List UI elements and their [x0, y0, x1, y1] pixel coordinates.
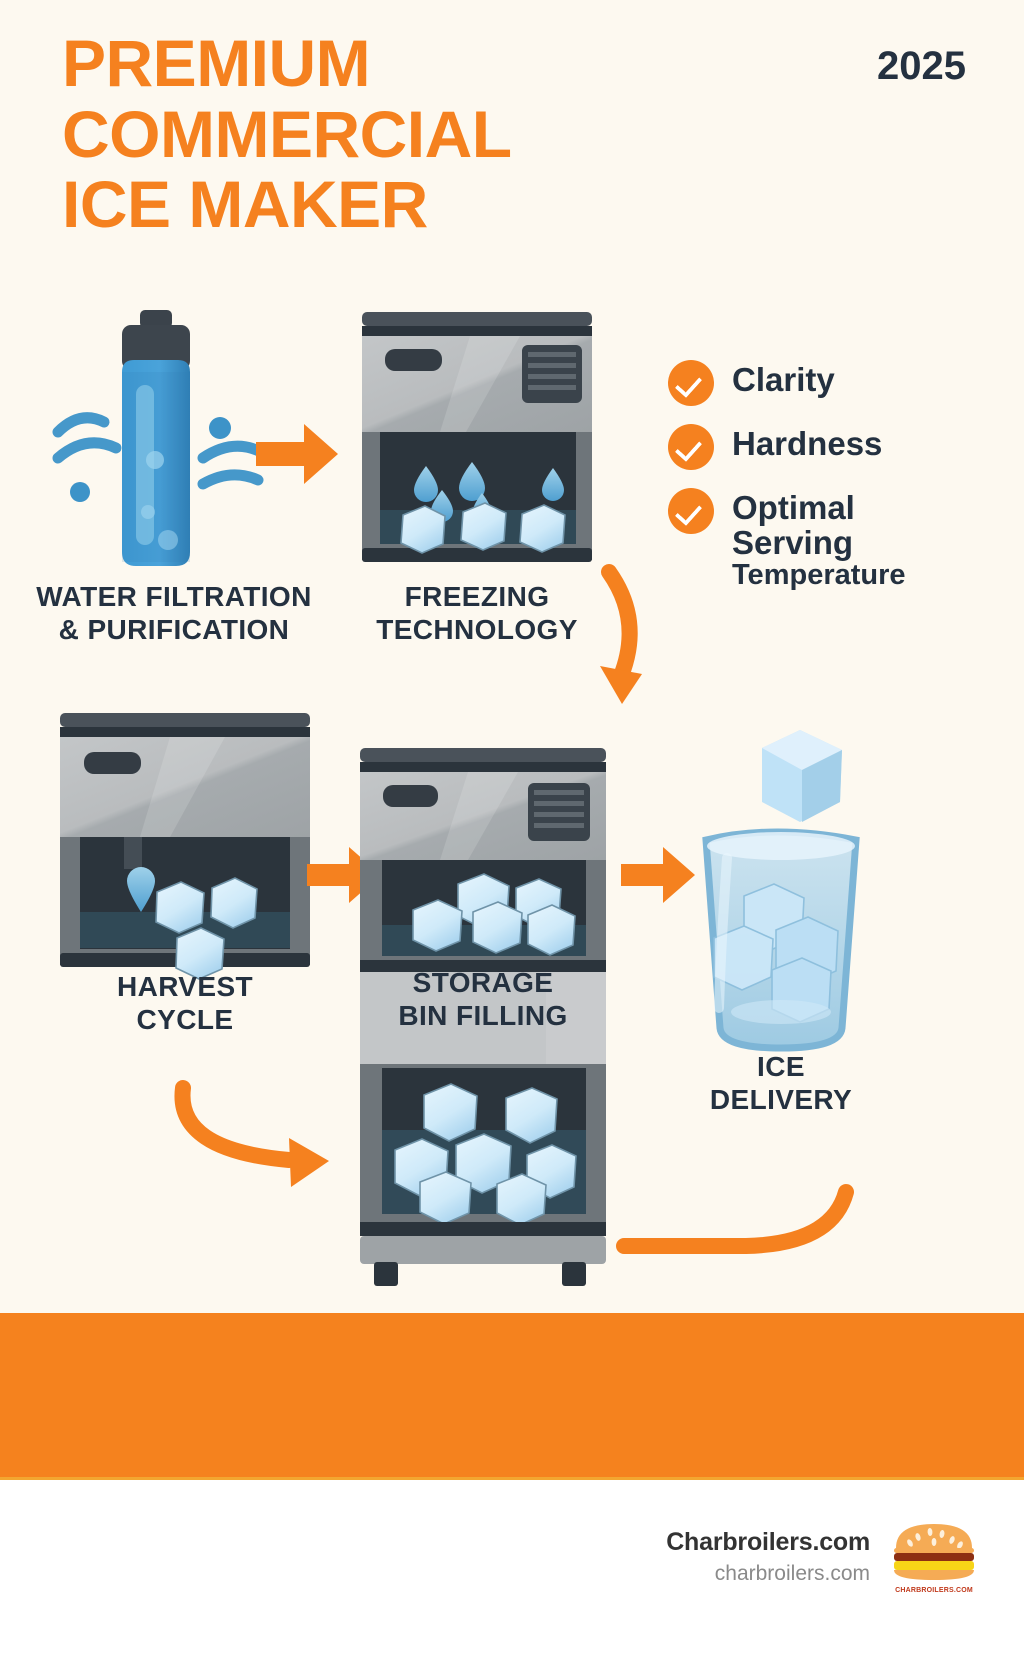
footer-text-block: Charbroilers.com charbroilers.com [666, 1528, 870, 1586]
water-droplets [414, 462, 564, 522]
step-label-line-2: CYCLE [136, 1004, 234, 1036]
step-label-line-1: FREEZING [404, 581, 550, 612]
glass-of-ice-icon [702, 730, 860, 1052]
step-label-harvest-cycle: HARVEST CYCLE [60, 970, 310, 1036]
step-label-line-2: & PURIFICATION [58, 614, 290, 646]
arrow-right-1 [256, 424, 338, 484]
ice-machine-icon-freezing [362, 312, 592, 562]
curved-arrow-left-loop [616, 1184, 854, 1254]
step-label-ice-delivery: ICE DELIVERY [661, 1050, 901, 1116]
footer-url[interactable]: charbroilers.com [714, 1562, 870, 1585]
water-bottle-icon [52, 310, 267, 566]
ice-cubes [400, 502, 566, 554]
footer-logo-caption: CHARBROILERS.COM [895, 1587, 973, 1594]
page-title-line-2: COMMERCIAL [62, 96, 512, 171]
check-circle-icon [668, 488, 714, 534]
burger-logo-svg [894, 1524, 974, 1580]
check-circle-icon [668, 360, 714, 406]
page-title-line-3: ICE MAKER [62, 167, 428, 242]
checklist-item-clarity: Clarity [668, 360, 968, 406]
orange-divider-band [0, 1313, 1024, 1480]
burger-logo-icon: CHARBROILERS.COM [888, 1520, 980, 1594]
step-label-line-1: HARVEST [116, 971, 254, 1002]
step-label-line-2: TECHNOLOGY [376, 614, 578, 646]
checklist-item-label: Hardness [732, 425, 883, 462]
arrow-right-3 [621, 847, 695, 903]
page-title-line-1: PREMIUM [62, 26, 371, 100]
footer-branding: Charbroilers.com charbroilers.com [666, 1520, 980, 1594]
checklist-item-label-line-1: Optimal [732, 489, 855, 526]
footer-brand-name: Charbroilers.com [666, 1528, 870, 1556]
step-label-line-1: STORAGE [412, 967, 554, 998]
arrow-right-2 [307, 847, 381, 903]
curved-arrow-down-right [600, 564, 642, 704]
page-title: PREMIUM COMMERCIAL ICE MAKER [62, 28, 682, 240]
step-label-line-1: ICE [757, 1051, 805, 1082]
checklist-item-label-line-2: Serving [732, 523, 854, 561]
step-label-line-2: DELIVERY [709, 1084, 853, 1116]
year-label: 2025 [877, 44, 966, 88]
step-label-storage-bin-filling: STORAGE BIN FILLING [360, 966, 606, 1032]
checklist-item-label-multiline: Optimal Serving Temperature [732, 488, 906, 592]
quality-checklist: Clarity Hardness Optimal Serving Tempera… [668, 360, 968, 609]
ice-machine-icon-harvest [60, 713, 310, 980]
floating-ice-cube [762, 730, 842, 822]
checklist-item-label-line-3: Temperature [732, 559, 906, 592]
checklist-item-optimal-serving-temperature: Optimal Serving Temperature [668, 488, 968, 591]
checklist-item-hardness: Hardness [668, 424, 968, 470]
step-label-water-filtration: WATER FILTRATION & PURIFICATION [14, 580, 334, 646]
footer: Charbroilers.com charbroilers.com [0, 1480, 1024, 1666]
check-circle-icon [668, 424, 714, 470]
step-label-line-1: WATER FILTRATION [36, 581, 312, 612]
step-label-line-2: BIN FILLING [398, 1000, 568, 1032]
checklist-item-label: Clarity [732, 361, 835, 398]
curved-arrow-down-right-2 [174, 1080, 329, 1187]
step-label-freezing-technology: FREEZING TECHNOLOGY [357, 580, 597, 646]
